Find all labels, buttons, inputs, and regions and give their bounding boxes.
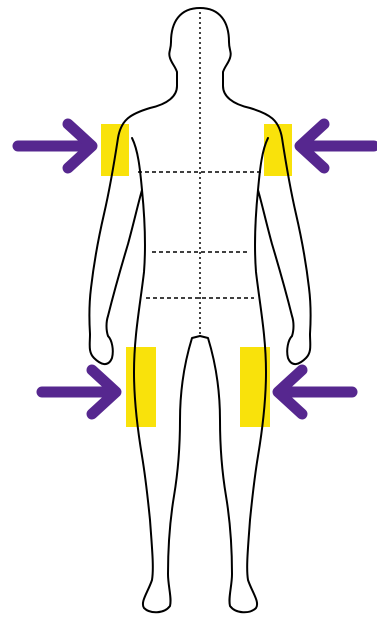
left-inner-arm [132, 138, 142, 190]
arrow-left-hip [42, 370, 116, 414]
arrow-left-shoulder [18, 124, 92, 168]
left-hip-zone [126, 347, 156, 427]
arrow-right-hip [278, 370, 352, 414]
left-shoulder-zone [101, 124, 129, 176]
arrow-right-shoulder [300, 124, 374, 168]
